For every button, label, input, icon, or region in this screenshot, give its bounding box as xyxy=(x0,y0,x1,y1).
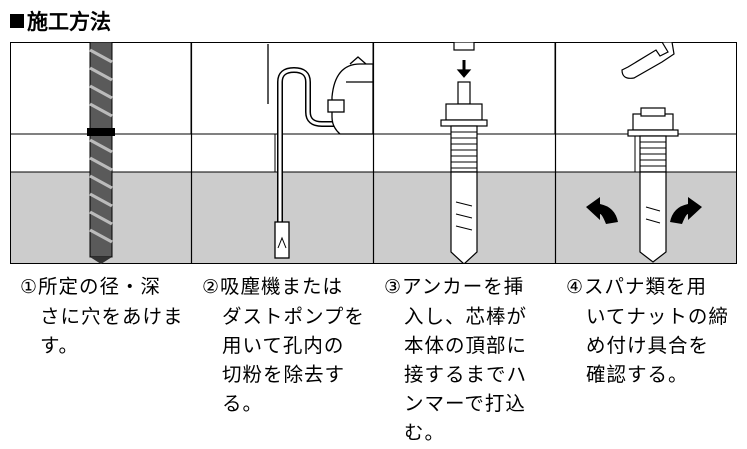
rotation-arrow-right-icon xyxy=(670,197,702,224)
step-3-line-2: 入し、芯棒が xyxy=(404,305,528,328)
anchor-insert-icon xyxy=(440,42,488,264)
title-text: 施工方法 xyxy=(27,10,111,34)
step-2-caption: ②吸塵機または ダストポンプを 用いて孔内の 切粉を除去す る。 xyxy=(202,272,365,418)
step-1-number: ① xyxy=(20,276,39,298)
step-4-number: ④ xyxy=(566,276,585,298)
step-1-line-3: す。 xyxy=(40,334,80,357)
step-3-line-1: アンカーを挿 xyxy=(402,275,525,298)
step-4-line-3: め付け具合を xyxy=(586,334,710,357)
step-3-line-4: 接するまでハ xyxy=(404,363,528,386)
dust-removal-icon xyxy=(267,44,374,259)
step-4-line-2: いてナットの締 xyxy=(586,305,729,328)
step-2-line-1: 吸塵機または xyxy=(220,275,344,298)
step-1-caption: ①所定の径・深 さに穴をあけま す。 xyxy=(20,272,184,360)
step-3-caption: ③アンカーを挿 入し、芯棒が 本体の頂部に 接するまでハ ンマーで打込 む。 xyxy=(384,272,527,447)
rotation-arrow-left-icon xyxy=(586,197,618,224)
wrench-check-icon xyxy=(621,42,679,263)
title-square-icon xyxy=(10,14,24,28)
step-2-line-3: 用いて孔内の xyxy=(222,334,345,357)
step-2-line-2: ダストポンプを xyxy=(222,305,365,328)
drill-bit-icon xyxy=(87,42,115,264)
step-2-line-5: る。 xyxy=(222,392,264,415)
step-3-number: ③ xyxy=(384,276,403,298)
step-2-number: ② xyxy=(202,276,221,298)
step-3-line-5: ンマーで打込 xyxy=(404,392,526,415)
step-3-line-6: む。 xyxy=(404,421,446,444)
step-4-caption: ④スパナ類を用 いてナットの締 め付け具合を 確認する。 xyxy=(566,272,729,389)
step-2-line-4: 切粉を除去す xyxy=(222,363,346,386)
installation-diagram xyxy=(10,42,737,264)
step-4-line-4: 確認する。 xyxy=(586,363,689,386)
step-1-line-1: 所定の径・深 xyxy=(38,275,162,298)
step-3-line-3: 本体の頂部に xyxy=(404,334,528,357)
step-1-line-2: さに穴をあけま xyxy=(40,305,184,328)
step-4-line-1: スパナ類を用 xyxy=(584,275,708,298)
section-title: 施工方法 xyxy=(10,6,111,36)
